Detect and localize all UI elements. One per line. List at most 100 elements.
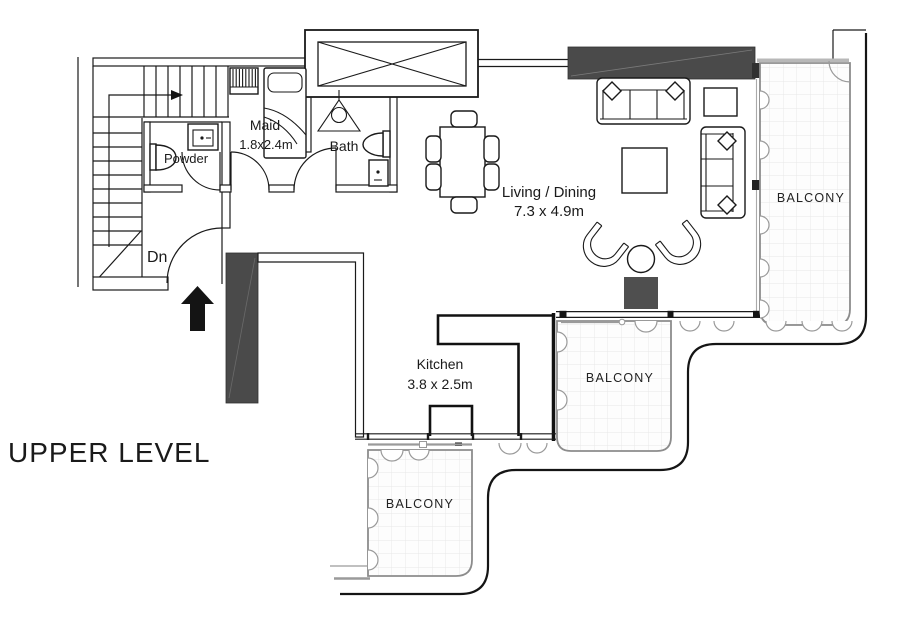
dining-chair [483, 135, 500, 163]
glazing-scallops [679, 320, 853, 332]
balcony-bottom: BALCONY [330, 441, 548, 580]
throw-pillow [717, 131, 737, 151]
balcony-label: BALCONY [386, 497, 454, 511]
level-title: UPPER LEVEL [8, 437, 210, 468]
powder-room: Powder [149, 123, 221, 191]
living-label: Living / Dining [502, 184, 596, 201]
tv-unit [624, 277, 658, 309]
kitchen-window-mullions [366, 433, 523, 440]
sofa-cushions [701, 133, 734, 212]
shower [316, 90, 362, 132]
dining-table [439, 126, 486, 198]
coffee-table [621, 147, 668, 194]
boundary-curve [340, 33, 868, 596]
window-mullion [667, 310, 674, 318]
sliding-door-handle-icon [618, 318, 626, 326]
kitchen-left-wall [257, 252, 365, 438]
glazing-scallops [556, 320, 658, 411]
powder-toilet-tank [149, 143, 157, 171]
kitchen-size-label: 3.8 x 2.5m [407, 376, 472, 392]
glazing-scallops [380, 442, 548, 462]
living-size-label: 7.3 x 4.9m [514, 203, 584, 220]
hall-wall-segment [143, 184, 183, 193]
powder-left-wall [143, 121, 151, 193]
balcony-middle: BALCONY [556, 318, 672, 452]
powder-sink-basin [192, 129, 214, 147]
balcony-label: BALCONY [777, 191, 845, 205]
balcony-floor [367, 449, 473, 577]
stair-direction-label: Dn [147, 249, 167, 266]
powder-maid-wall [221, 121, 231, 229]
balcony-right: BALCONY [679, 58, 853, 332]
shaft-inner [317, 41, 467, 87]
shaft-cross-icon [317, 41, 467, 87]
glazing-scallops [367, 457, 379, 571]
kitchen-counter [436, 314, 552, 436]
dark-wall-hatch [570, 49, 753, 77]
sofa-outline [700, 126, 746, 219]
bath-toilet-tank [382, 130, 391, 158]
powder-door-arc [181, 151, 221, 191]
throw-pillow [717, 195, 737, 215]
maid-size-label: 1.8x2.4m [239, 137, 292, 152]
stair-arrowhead-icon [171, 90, 183, 100]
closet-hatch [230, 69, 258, 88]
pillow [267, 72, 303, 93]
armchair-right [654, 219, 702, 265]
dining-chair [425, 163, 442, 191]
balcony-label: BALCONY [586, 371, 654, 385]
stair-treads-upper [143, 66, 229, 117]
living-window-band [556, 311, 762, 318]
glazing-mullion-stub [752, 180, 761, 190]
stair-break-line [93, 230, 142, 284]
kitchen-window-band [355, 433, 556, 440]
armchair-outline [582, 221, 630, 267]
bath-door-arc [293, 147, 337, 191]
stair-direction-line [108, 94, 171, 247]
powder-toilet-bowl [155, 144, 177, 171]
hall-wall-segment [268, 184, 295, 193]
bed [263, 67, 307, 159]
bath-room: Bath [293, 90, 391, 191]
entry [166, 227, 259, 404]
kitchen-label: Kitchen [417, 356, 464, 372]
bath-right-wall [389, 96, 398, 193]
shower-drain-icon [330, 106, 348, 124]
balcony-door-arc [828, 60, 851, 83]
staircase: Dn [77, 57, 311, 291]
dining-chair [425, 135, 442, 163]
sofa-vertical [700, 126, 746, 219]
sofa-horizontal [596, 77, 691, 125]
sofa-cushions [600, 89, 687, 120]
entry-pillar-hatch [228, 257, 256, 399]
window-mullion [753, 310, 760, 318]
elevator-shaft [304, 29, 479, 98]
bath-label: Bath [330, 138, 359, 154]
powder-label: Powder [164, 151, 209, 166]
entry-arrow-shaft [190, 304, 205, 331]
armchair-outline [654, 219, 702, 265]
side-table [703, 87, 738, 117]
stair-bottom-wall [92, 276, 169, 291]
outer-boundary [340, 29, 868, 596]
glazing-scallops [759, 90, 770, 319]
stair-treads-lower [93, 132, 142, 246]
kitchen-island [428, 404, 474, 436]
top-wall-lines [478, 58, 570, 68]
bath-faucet-icon [376, 170, 380, 174]
balcony-floor [556, 320, 672, 452]
blanket-fold [263, 107, 307, 145]
hall-wall-segment [219, 184, 232, 193]
armchair-left [582, 221, 630, 267]
powder-faucet-icon [200, 136, 204, 140]
sliding-door-handle-icon [419, 441, 427, 448]
closet [229, 67, 259, 95]
living-dining: Living / Dining 7.3 x 4.9m [425, 46, 764, 318]
bath-toilet-bowl [362, 132, 384, 157]
maid-room: Maid 1.8x2.4m [229, 67, 307, 191]
dining-chair [483, 163, 500, 191]
maid-door-arc [230, 151, 270, 191]
throw-pillow [602, 81, 622, 101]
